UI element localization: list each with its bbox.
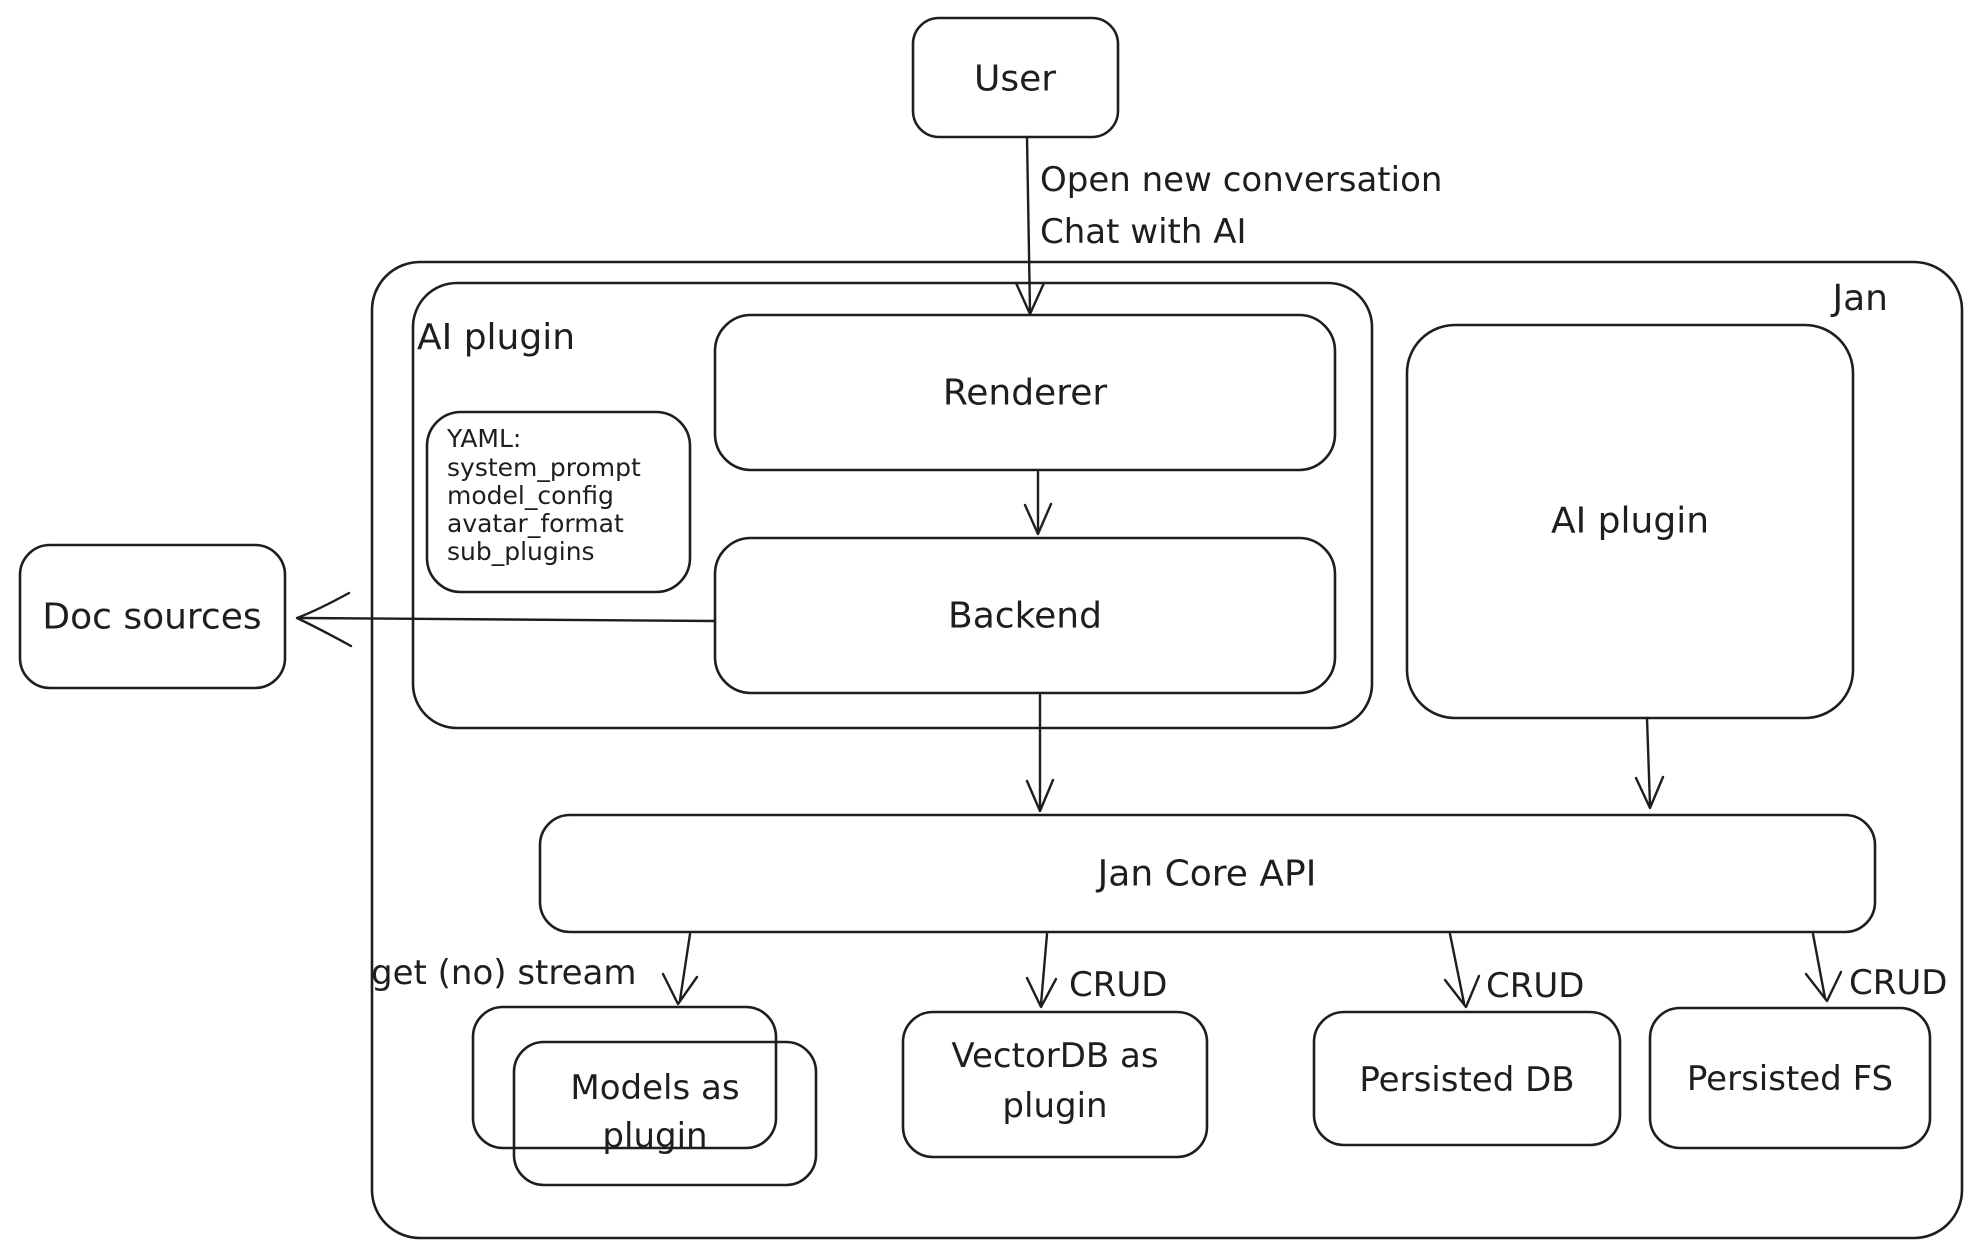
arrow-ai-plugin-right-to-jan-core bbox=[1645, 716, 1652, 807]
doc-sources-node: Doc sources bbox=[18, 543, 287, 690]
backend-label: Backend bbox=[948, 596, 1102, 637]
user-node: User bbox=[911, 16, 1120, 139]
arrow-backend-to-doc-sources bbox=[298, 616, 717, 623]
vectordb-as-plugin-label-line2: plugin bbox=[1002, 1086, 1107, 1126]
renderer-node: Renderer bbox=[713, 313, 1337, 472]
arrowhead-renderer-to-backend bbox=[1023, 502, 1053, 536]
doc-sources-box bbox=[18, 543, 287, 690]
edge-label-crud-persisted-db: CRUD bbox=[1486, 966, 1584, 1006]
persisted-db-label: Persisted DB bbox=[1359, 1060, 1574, 1100]
arrow-user-to-renderer bbox=[1025, 135, 1032, 313]
edge-label-open-conversation: Open new conversation bbox=[1040, 160, 1442, 200]
edge-label-chat-with-ai: Chat with AI bbox=[1040, 212, 1247, 252]
models-as-plugin-node: Models as plugin bbox=[471, 1005, 818, 1187]
edge-backend-to-doc-sources bbox=[295, 591, 717, 648]
arrowhead-backend-to-jan-core bbox=[1025, 778, 1055, 813]
vectordb-as-plugin-label-line1: VectorDB as bbox=[951, 1036, 1158, 1076]
edge-renderer-to-backend bbox=[1023, 470, 1053, 536]
persisted-db-node: Persisted DB bbox=[1312, 1010, 1622, 1147]
models-as-plugin-label-line2: plugin bbox=[602, 1116, 707, 1156]
renderer-box bbox=[713, 313, 1337, 472]
arrow-jan-core-to-persisted-fs bbox=[1811, 932, 1827, 1000]
arrowhead-jan-core-to-persisted-fs bbox=[1804, 970, 1843, 1003]
persisted-fs-box bbox=[1648, 1006, 1932, 1150]
backend-node: Backend bbox=[713, 536, 1337, 695]
edge-ai-plugin-right-to-jan-core bbox=[1634, 716, 1665, 810]
edge-jan-core-to-persisted-fs: CRUD bbox=[1804, 932, 1947, 1003]
yaml-note-box bbox=[425, 410, 692, 594]
user-label: User bbox=[974, 59, 1056, 100]
yaml-note-line-2: system_prompt bbox=[447, 453, 641, 482]
edge-label-get-no-stream: get (no) stream bbox=[371, 953, 636, 993]
persisted-fs-node: Persisted FS bbox=[1648, 1006, 1932, 1150]
edge-label-crud-persisted-fs: CRUD bbox=[1849, 963, 1947, 1003]
jan-container-node: Jan bbox=[370, 260, 1964, 1240]
edge-label-crud-vectordb: CRUD bbox=[1069, 965, 1167, 1005]
jan-container-box bbox=[370, 260, 1964, 1240]
ai-plugin-right-label: AI plugin bbox=[1551, 501, 1709, 542]
jan-core-api-box bbox=[538, 813, 1877, 934]
models-as-plugin-box-back bbox=[471, 1005, 778, 1150]
backend-box bbox=[713, 536, 1337, 695]
jan-core-api-label: Jan Core API bbox=[1096, 854, 1317, 895]
arrow-jan-core-to-vectordb bbox=[1039, 932, 1049, 1006]
edge-backend-to-jan-core bbox=[1025, 693, 1055, 813]
arrowhead-backend-to-doc-sources bbox=[295, 591, 353, 648]
renderer-label: Renderer bbox=[943, 373, 1108, 414]
arrowhead-jan-core-to-models bbox=[661, 972, 699, 1006]
vectordb-as-plugin-node: VectorDB as plugin bbox=[901, 1010, 1209, 1159]
edge-user-to-renderer: Open new conversation Chat with AI bbox=[1014, 135, 1442, 316]
persisted-fs-label: Persisted FS bbox=[1687, 1059, 1893, 1099]
arrowhead-jan-core-to-persisted-db bbox=[1443, 974, 1481, 1009]
ai-plugin-container-node: AI plugin bbox=[411, 281, 1374, 730]
user-box bbox=[911, 16, 1120, 139]
ai-plugin-container-label: AI plugin bbox=[417, 317, 575, 358]
yaml-note-node: YAML: system_prompt model_config avatar_… bbox=[425, 410, 692, 594]
yaml-note-line-1: YAML: bbox=[446, 424, 521, 453]
doc-sources-label: Doc sources bbox=[42, 597, 261, 638]
arrow-jan-core-to-persisted-db bbox=[1448, 932, 1466, 1005]
yaml-note-line-4: avatar_format bbox=[447, 509, 624, 538]
arrow-jan-core-to-models bbox=[678, 932, 692, 1002]
jan-core-api-node: Jan Core API bbox=[538, 813, 1877, 934]
jan-container-label: Jan bbox=[1831, 278, 1889, 319]
models-as-plugin-box-front bbox=[512, 1040, 818, 1187]
persisted-db-box bbox=[1312, 1010, 1622, 1147]
arrowhead-ai-plugin-right-to-jan-core bbox=[1634, 775, 1665, 810]
ai-plugin-container-box bbox=[411, 281, 1374, 730]
yaml-note-line-5: sub_plugins bbox=[447, 537, 595, 566]
edge-jan-core-to-models: get (no) stream bbox=[371, 932, 699, 1006]
models-as-plugin-label-line1: Models as bbox=[570, 1068, 739, 1108]
edge-jan-core-to-persisted-db: CRUD bbox=[1443, 932, 1584, 1009]
ai-plugin-right-box bbox=[1405, 323, 1855, 720]
arrowhead-jan-core-to-vectordb bbox=[1025, 976, 1058, 1009]
yaml-note-line-3: model_config bbox=[447, 481, 614, 510]
edge-jan-core-to-vectordb: CRUD bbox=[1025, 932, 1167, 1009]
vectordb-as-plugin-box bbox=[901, 1010, 1209, 1159]
ai-plugin-right-node: AI plugin bbox=[1405, 323, 1855, 720]
